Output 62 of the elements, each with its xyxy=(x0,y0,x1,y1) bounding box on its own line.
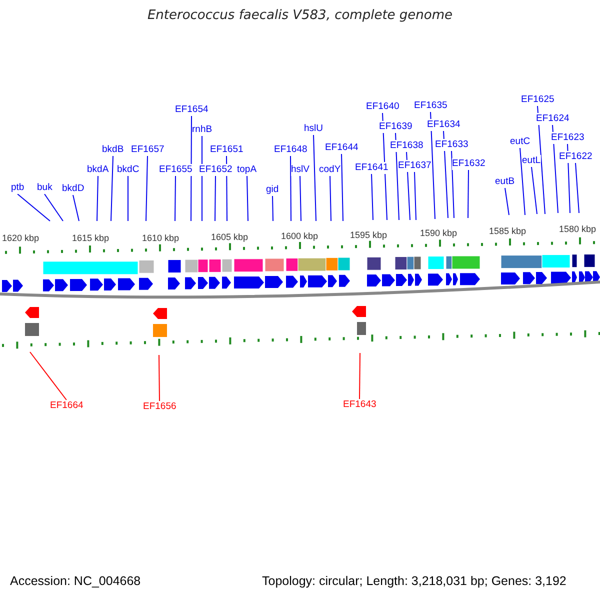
leader-line xyxy=(552,124,558,214)
leader-line xyxy=(537,106,546,214)
gene-label: EF1633 xyxy=(435,139,468,151)
scale-label: 1585 kbp xyxy=(489,226,526,236)
leader-line xyxy=(371,174,374,220)
gene-label: EF1624 xyxy=(536,113,570,125)
leader-line xyxy=(468,170,469,218)
leader-line xyxy=(17,194,50,222)
leader-line xyxy=(190,116,192,222)
gene-label: eutB xyxy=(495,176,515,188)
scale-label: 1610 kbp xyxy=(142,233,180,243)
leader-line xyxy=(430,112,436,220)
leader-line xyxy=(504,188,510,216)
leader-line xyxy=(359,352,360,400)
leader-line xyxy=(272,196,274,222)
leader-line xyxy=(443,130,448,218)
gene-label: EF1639 xyxy=(379,121,412,133)
gene-label: hslV xyxy=(291,164,310,176)
gene-label: EF1634 xyxy=(427,119,460,131)
gene-label: bkdD xyxy=(62,183,84,195)
scale-label: 1605 kbp xyxy=(211,232,248,242)
leader-line xyxy=(414,172,416,220)
gene-label: gid xyxy=(266,184,279,196)
leader-line xyxy=(44,194,64,222)
leader-line xyxy=(395,132,400,220)
gene-label: EF1655 xyxy=(159,164,192,176)
scale-label: 1620 kbp xyxy=(2,233,40,243)
leader-line xyxy=(158,354,160,402)
gene-label: EF1638 xyxy=(390,140,424,152)
footer-text: Topology: circular; Length: 3,218,031 bp; Genes: 3,192 xyxy=(262,575,566,587)
gene-label: buk xyxy=(37,182,52,194)
scale-label: 1595 kbp xyxy=(350,230,388,240)
gene-label: EF1632 xyxy=(452,158,486,170)
leader-line xyxy=(341,154,344,222)
leader-line xyxy=(246,176,248,222)
leader-line xyxy=(531,166,538,214)
leader-line xyxy=(575,162,580,214)
scale-label: 1580 kbp xyxy=(559,224,596,234)
footer-text: Accession: NC_004668 xyxy=(10,575,141,587)
leader-line xyxy=(290,156,292,222)
leader-line xyxy=(174,176,176,222)
gene-label: EF1622 xyxy=(559,151,592,163)
leader-line xyxy=(520,148,526,216)
scale-label: 1590 kbp xyxy=(420,228,458,238)
leader-line xyxy=(451,150,454,218)
gene-label: EF1637 xyxy=(398,160,432,172)
gene-label: EF1641 xyxy=(355,162,388,174)
gene-label: EF1652 xyxy=(199,164,232,176)
leader-line xyxy=(300,176,302,222)
leader-line xyxy=(146,156,148,222)
leader-line xyxy=(214,176,216,222)
leader-line xyxy=(313,134,316,222)
gene-label: ptb xyxy=(11,182,24,194)
scale-label: 1600 kbp xyxy=(281,231,318,241)
scale-label: 1615 kbp xyxy=(72,233,110,243)
gene-label: EF1623 xyxy=(551,132,584,144)
leader-line xyxy=(30,352,67,400)
leader-line xyxy=(96,176,98,222)
leader-line xyxy=(72,194,80,222)
leader-line xyxy=(110,156,114,222)
gene-label: topA xyxy=(237,164,257,176)
leader-line xyxy=(330,176,332,222)
